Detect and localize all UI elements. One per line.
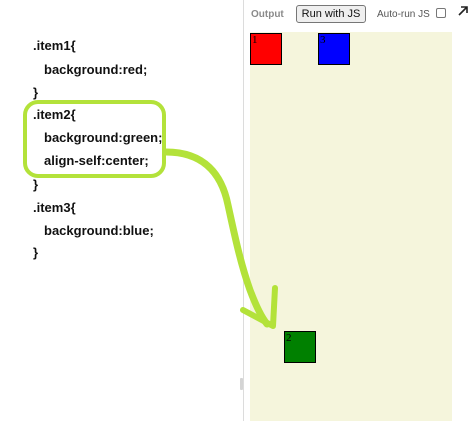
run-with-js-button[interactable]: Run with JS [296,5,366,23]
code-line-item1-close: } [33,85,39,100]
output-panel: Output Run with JS Auto-run JS 1 3 2 [244,0,470,421]
code-line-item2-align-self: align-self:center; [44,153,149,168]
pane-resize-handle[interactable] [240,378,243,390]
code-line-item1-background: background:red; [44,62,148,77]
code-line-item2-close: } [33,177,39,192]
flex-item-1: 1 [250,33,282,65]
flex-item-3: 3 [318,33,350,65]
output-preview-frame [250,32,452,421]
code-line-item2-background: background:green; [44,130,163,145]
css-code-panel: .item1{ background:red; } .item2{ backgr… [33,38,163,260]
code-line-item2-open: .item2{ [33,107,76,122]
autorun-checkbox[interactable] [436,8,446,18]
preview-scroll-gutter [454,32,470,421]
code-line-item3-background: background:blue; [44,223,154,238]
code-line-item1-open: .item1{ [33,38,76,53]
code-line-item3-close: } [33,245,39,260]
code-line-item3-open: .item3{ [33,200,76,215]
output-label: Output [251,9,284,20]
expand-arrow-icon[interactable] [456,4,470,18]
autorun-label: Auto-run JS [377,9,430,20]
flex-item-2: 2 [284,331,316,363]
